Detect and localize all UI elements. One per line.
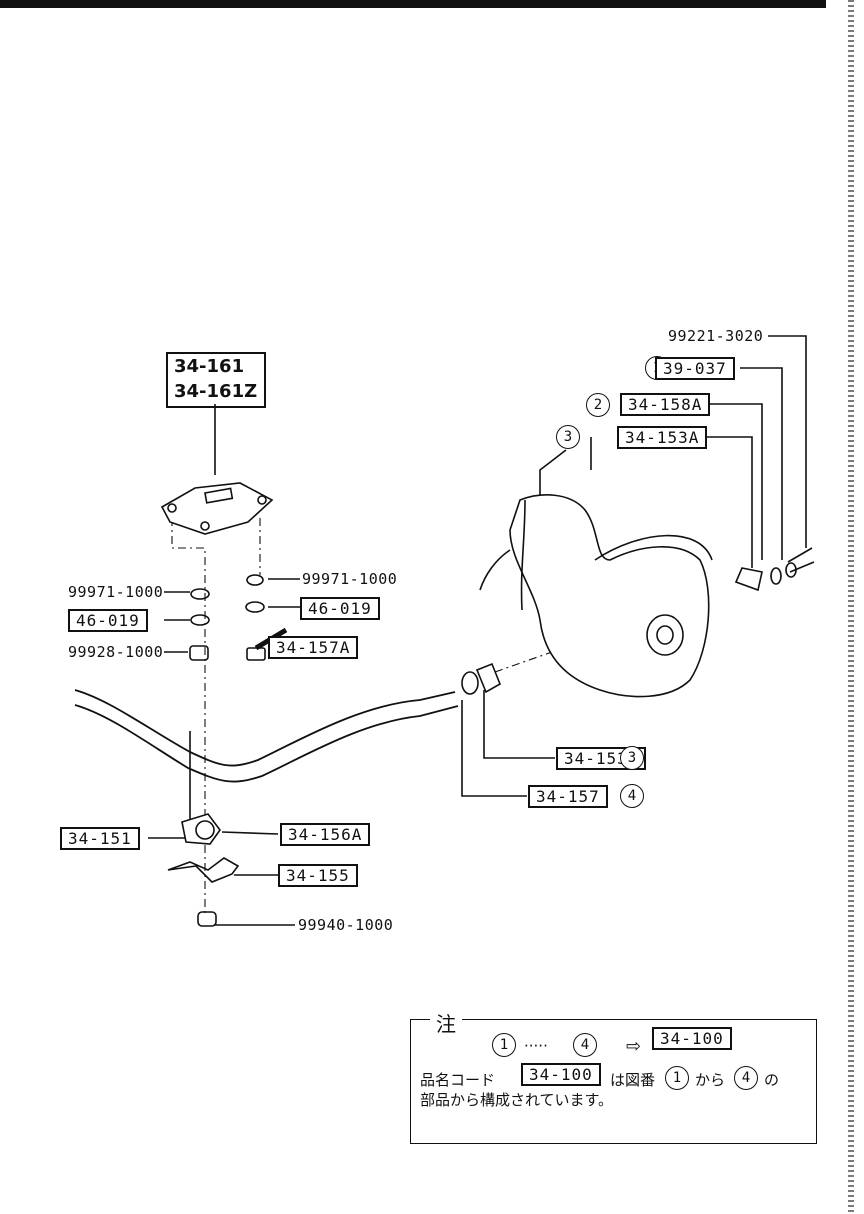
part-label-99971-1000-right[interactable]: 99971-1000 (302, 570, 398, 588)
part-box-34-151[interactable]: 34-151 (60, 827, 140, 850)
knuckle-assembly-drawing (461, 449, 815, 698)
group-part-line: 34-161 (174, 356, 245, 377)
bracket-part-number-box[interactable]: 34-161 34-161Z (166, 352, 266, 408)
part-box-34-157[interactable]: 34-157 (528, 785, 608, 808)
note-title: 注 (430, 1008, 462, 1037)
group-part-line: 34-161Z (174, 381, 258, 402)
circled-number-3-mid: 3 (620, 746, 644, 770)
note-line2: 部品から構成されています。 (420, 1091, 614, 1109)
circled-number-3: 3 (556, 425, 580, 449)
part-label-99928-1000[interactable]: 99928-1000 (68, 643, 164, 661)
part-box-46-019-right[interactable]: 46-019 (300, 597, 380, 620)
stabilizer-bar-drawing (74, 689, 459, 783)
part-box-34-157A[interactable]: 34-157A (268, 636, 359, 659)
note-line1-no: の (764, 1071, 780, 1089)
part-label-99971-1000-left[interactable]: 99971-1000 (68, 583, 164, 601)
note-line1-circled-1: 1 (665, 1066, 689, 1090)
part-box-34-153A-top[interactable]: 34-153A (617, 426, 708, 449)
note-circled-4: 4 (573, 1033, 597, 1057)
note-range-dots: ····· (524, 1037, 548, 1055)
note-arrow-icon: ⇨ (626, 1036, 642, 1057)
circled-number-4-mid: 4 (620, 784, 644, 808)
bracket-drawing (160, 482, 274, 535)
note-line1-code[interactable]: 34-100 (521, 1063, 601, 1086)
note-circled-1: 1 (492, 1033, 516, 1057)
circled-number-2: 2 (586, 393, 610, 417)
part-box-39-037[interactable]: 39-037 (655, 357, 735, 380)
note-line1-kara: から (695, 1071, 726, 1089)
part-box-34-155[interactable]: 34-155 (278, 864, 358, 887)
note-box (410, 1019, 817, 1144)
part-box-46-019-left[interactable]: 46-019 (68, 609, 148, 632)
bushing-clamp-drawing (167, 813, 240, 883)
note-assembly-code[interactable]: 34-100 (652, 1027, 732, 1050)
page-edge-perforation (848, 0, 854, 1214)
part-box-34-156A[interactable]: 34-156A (280, 823, 371, 846)
top-border-bar (0, 0, 826, 8)
part-box-34-158A[interactable]: 34-158A (620, 393, 711, 416)
note-line1-mid: は図番 (610, 1071, 656, 1089)
note-line1-circled-4: 4 (734, 1066, 758, 1090)
note-line1-prefix: 品名コード (420, 1071, 496, 1089)
part-label-99940-1000[interactable]: 99940-1000 (298, 916, 394, 934)
part-label-99221-3020[interactable]: 99221-3020 (668, 327, 764, 345)
